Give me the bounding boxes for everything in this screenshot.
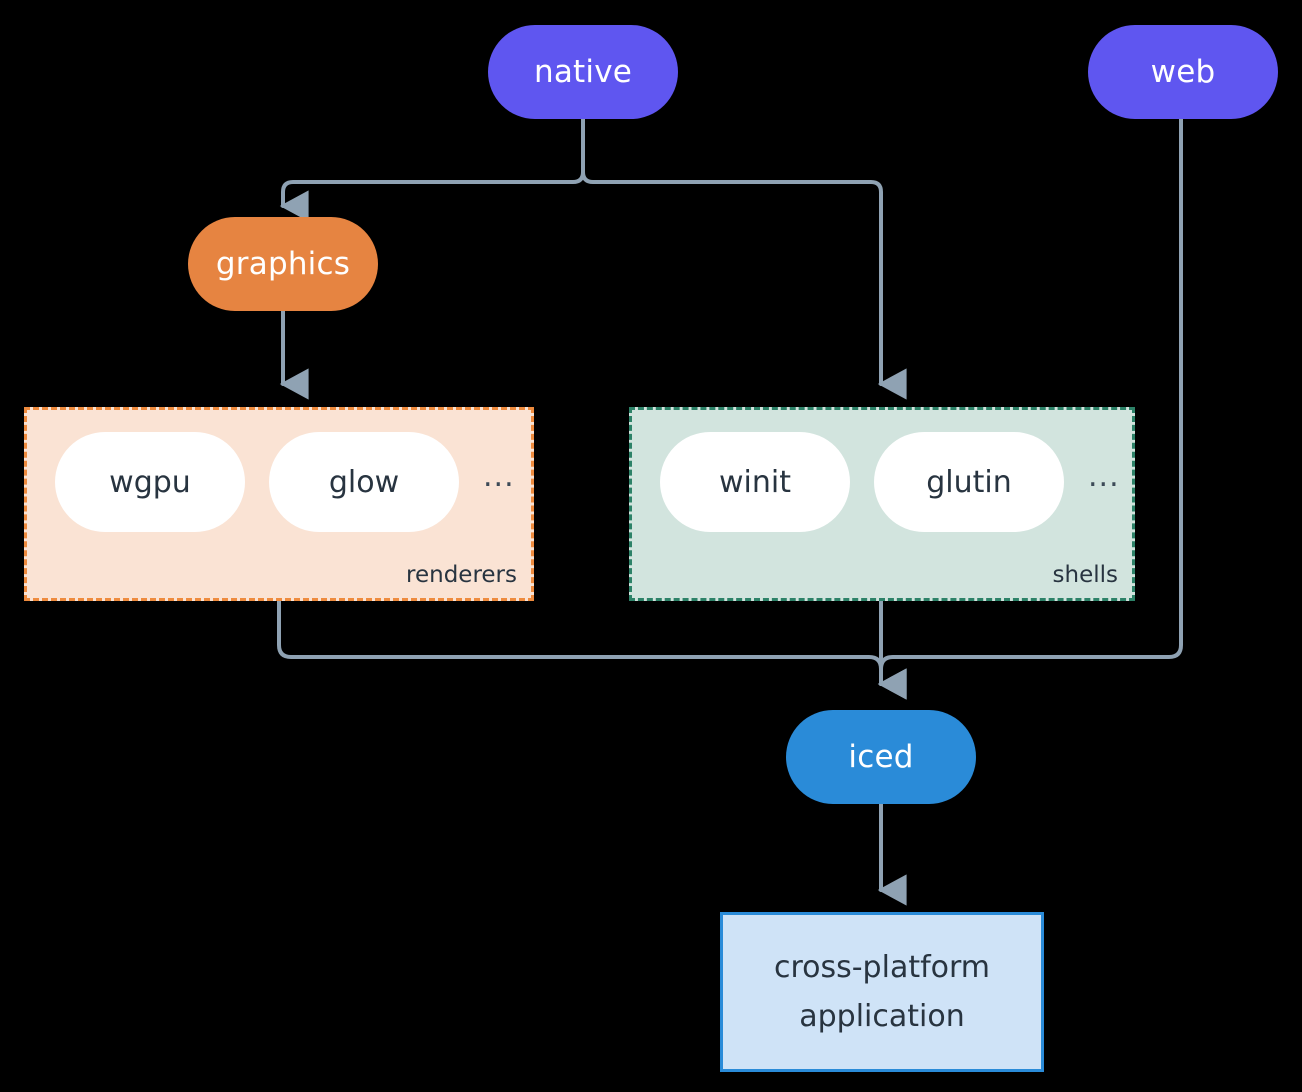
cluster-renderers[interactable]: wgpu glow ... renderers (24, 407, 534, 601)
shells-ellipsis: ... (1088, 459, 1120, 494)
node-web[interactable]: web (1088, 25, 1278, 119)
node-native[interactable]: native (488, 25, 678, 119)
edge-renderers-to-iced (277, 599, 907, 700)
node-web-label: web (1150, 54, 1216, 90)
edge-native-to-graphics (279, 117, 585, 222)
node-glow-label: glow (328, 464, 400, 500)
node-winit-label: winit (719, 464, 791, 500)
application-line-1: cross-platform (773, 949, 991, 985)
node-iced-label: iced (848, 739, 914, 775)
application-line-2: application (799, 999, 965, 1034)
node-graphics[interactable]: graphics (188, 217, 378, 311)
node-wgpu[interactable]: wgpu (55, 432, 245, 532)
cluster-shells[interactable]: winit glutin ... shells (629, 407, 1135, 601)
node-glutin[interactable]: glutin (874, 432, 1064, 532)
node-native-label: native (533, 54, 633, 90)
renderers-items: wgpu glow ... (27, 432, 531, 532)
node-glow[interactable]: glow (269, 432, 459, 532)
node-glutin-label: glutin (926, 464, 1012, 500)
node-winit[interactable]: winit (660, 432, 850, 532)
shells-items: winit glutin ... (632, 432, 1132, 532)
cluster-shells-label: shells (1052, 562, 1118, 588)
renderers-ellipsis: ... (483, 459, 515, 494)
edge-native-to-shells (581, 117, 907, 400)
cluster-renderers-label: renderers (406, 562, 517, 588)
node-iced[interactable]: iced (786, 710, 976, 804)
node-wgpu-label: wgpu (109, 464, 191, 500)
node-graphics-label: graphics (215, 246, 351, 282)
node-cross-platform-application[interactable]: cross-platform application (720, 912, 1044, 1072)
